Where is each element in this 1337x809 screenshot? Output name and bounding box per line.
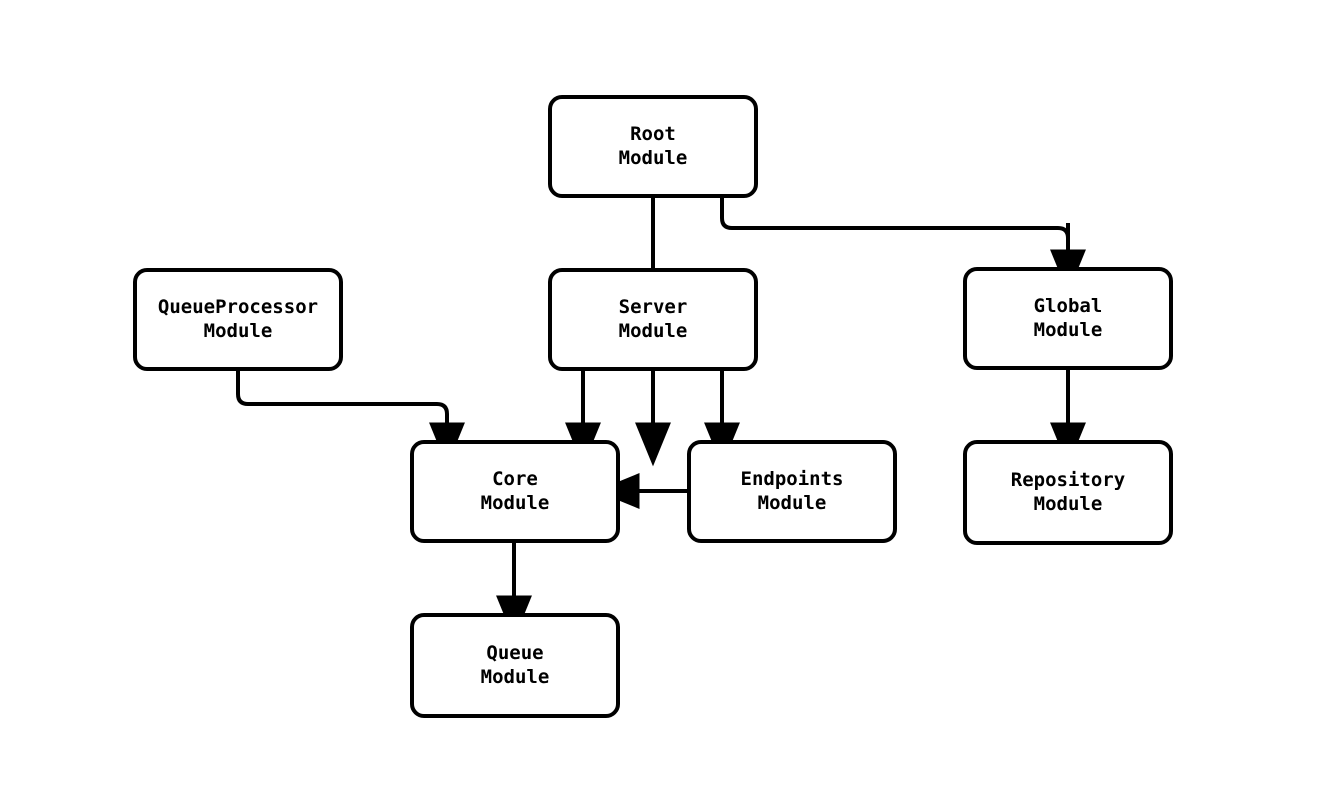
node-queue-module-label: Queue Module <box>480 642 550 688</box>
node-queueprocessor-module-label: QueueProcessor Module <box>157 296 319 342</box>
node-global-module-label: Global Module <box>1033 295 1103 341</box>
node-server-module[interactable]: Server Module <box>548 268 758 371</box>
node-root-module-label: Root Module <box>618 123 688 169</box>
edge-root-to-global <box>720 198 1070 239</box>
node-global-module[interactable]: Global Module <box>963 267 1173 370</box>
node-server-module-label: Server Module <box>618 296 688 342</box>
node-queueprocessor-module[interactable]: QueueProcessor Module <box>133 268 343 371</box>
node-endpoints-module-label: Endpoints Module <box>740 468 844 514</box>
node-core-module[interactable]: Core Module <box>410 440 620 543</box>
node-root-module[interactable]: Root Module <box>548 95 758 198</box>
edge-queueprocessor-to-core <box>236 371 465 467</box>
node-repository-module[interactable]: Repository Module <box>963 440 1173 545</box>
node-repository-module-label: Repository Module <box>1010 469 1126 515</box>
node-core-module-label: Core Module <box>480 468 550 514</box>
node-endpoints-module[interactable]: Endpoints Module <box>687 440 897 543</box>
node-queue-module[interactable]: Queue Module <box>410 613 620 718</box>
